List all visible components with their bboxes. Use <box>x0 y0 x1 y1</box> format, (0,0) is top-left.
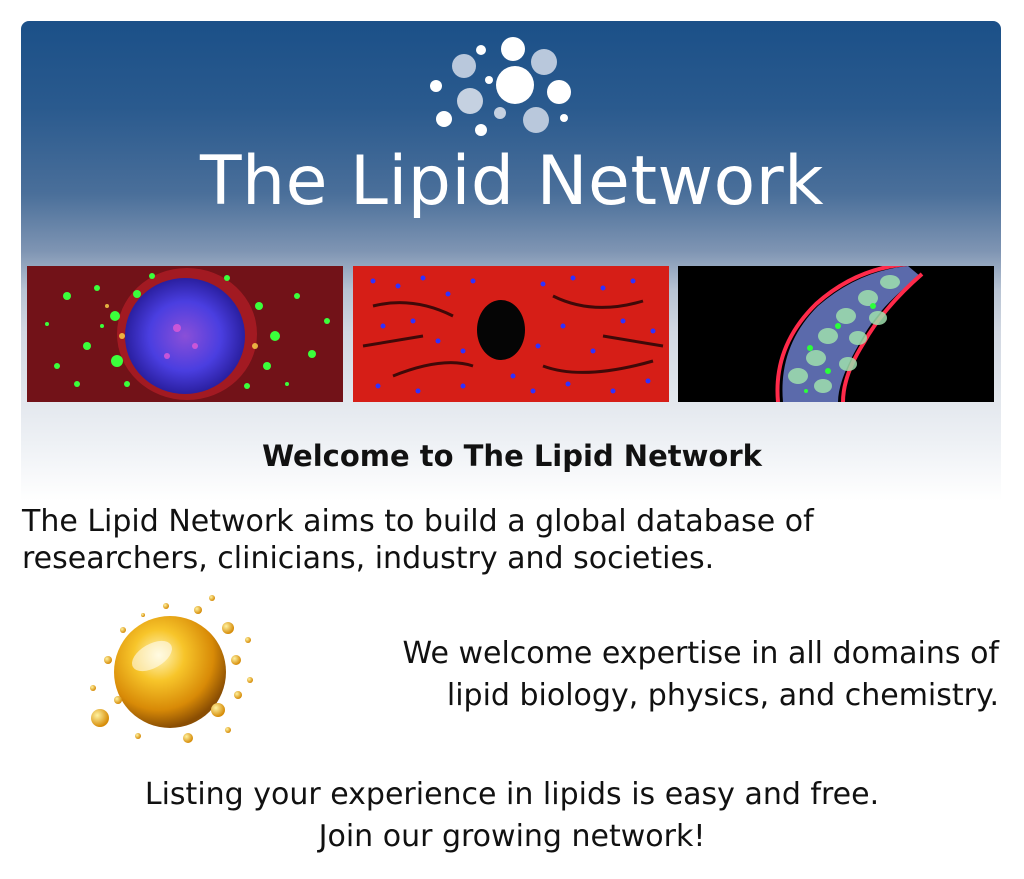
mission-statement: The Lipid Network aims to build a global… <box>22 503 902 577</box>
cta-line-2: Join our growing network! <box>318 819 706 854</box>
mission-line-1: The Lipid Network aims to build a global… <box>22 504 814 539</box>
site-title: The Lipid Network <box>199 142 825 221</box>
bubbles-logo-icon <box>430 37 571 136</box>
intestine-tissue-photo <box>678 266 994 402</box>
welcome-heading: Welcome to The Lipid Network <box>262 439 762 473</box>
call-to-action: Listing your experience in lipids is eas… <box>0 774 1024 858</box>
expertise-statement: We welcome expertise in all domains of l… <box>359 633 999 717</box>
cell-fluorescence-photo <box>27 266 343 402</box>
expertise-line-2: lipid biology, physics, and chemistry. <box>446 678 999 713</box>
mission-line-2: researchers, clinicians, industry and so… <box>22 541 715 576</box>
expertise-line-1: We welcome expertise in all domains of <box>402 636 999 671</box>
cta-line-1: Listing your experience in lipids is eas… <box>144 777 880 812</box>
oil-droplet-illustration <box>90 595 253 743</box>
liver-tissue-photo <box>353 266 669 402</box>
